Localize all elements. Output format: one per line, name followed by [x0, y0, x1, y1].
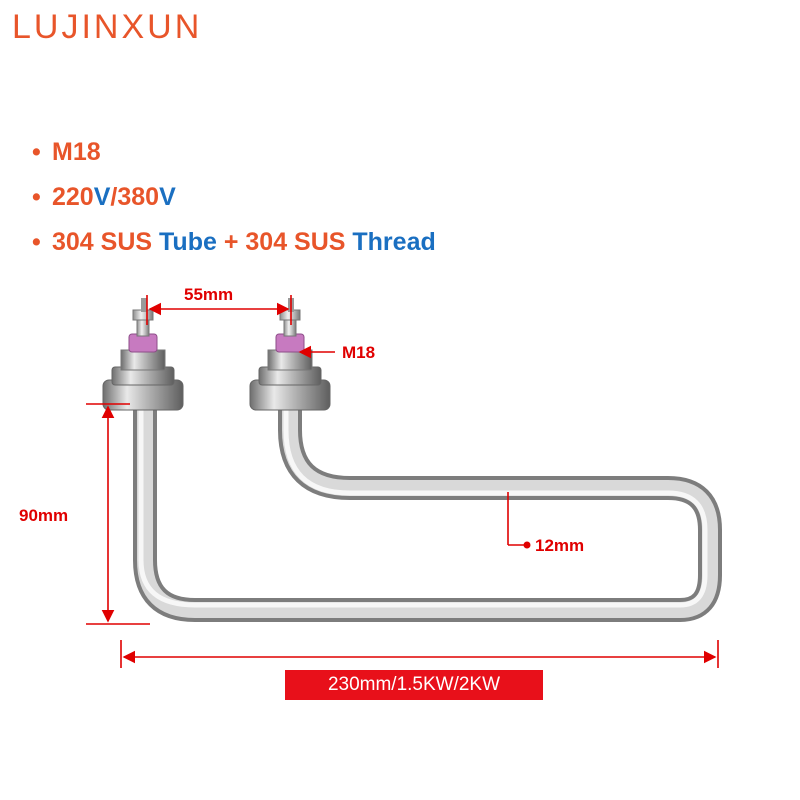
spec-text: 304 SUS: [52, 228, 160, 256]
spec-list: • M18 • 220V/380V • 304 SUS Tube + 304 S…: [32, 138, 436, 273]
spec-text: + 304 SUS: [216, 228, 353, 256]
bullet-icon: •: [32, 138, 41, 166]
spec-text: M18: [52, 138, 101, 166]
spec-item-material: • 304 SUS Tube + 304 SUS Thread: [32, 228, 436, 256]
spec-text: V: [159, 183, 176, 211]
dimension-lines: [86, 295, 719, 668]
left-terminal: [102, 298, 184, 411]
right-terminal: [249, 298, 331, 411]
spec-text: Tube: [159, 228, 217, 256]
bullet-icon: •: [32, 228, 41, 256]
steel-tube: [133, 388, 722, 622]
dimension-tube-diameter: 12mm: [535, 536, 585, 555]
brand-logo: LUJINXUN: [12, 8, 203, 46]
dimension-length-power-label: 230mm/1.5KW/2KW: [285, 670, 543, 700]
spec-text: V: [93, 183, 111, 211]
dimension-height: 90mm: [19, 506, 69, 525]
spec-item-voltage: • 220V/380V: [32, 183, 436, 211]
spec-text: 220: [52, 183, 94, 211]
spec-text: /380: [110, 183, 160, 211]
spec-text: Thread: [352, 228, 436, 256]
spec-item-thread: • M18: [32, 138, 436, 166]
dimension-thread: M18: [342, 343, 376, 362]
pointer-dot-icon: [523, 541, 531, 549]
dimension-terminal-spacing: 55mm: [184, 285, 234, 304]
bullet-icon: •: [32, 183, 41, 211]
